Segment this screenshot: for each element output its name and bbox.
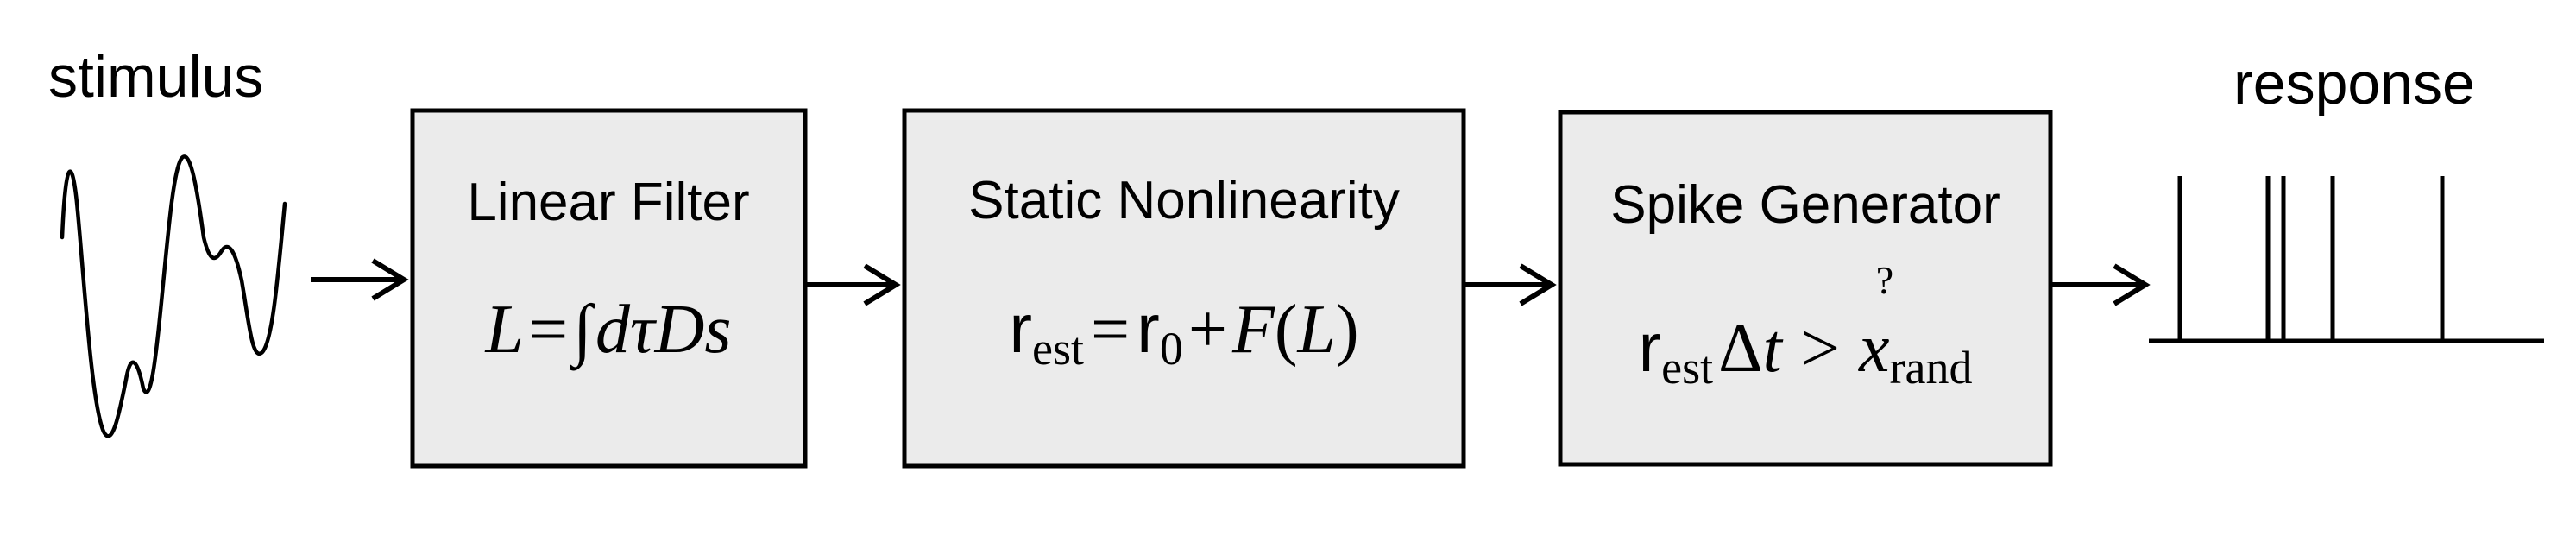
stimulus-label: stimulus	[48, 44, 263, 110]
static-nonlinearity-equation: rest=r0+F(L)	[1009, 290, 1358, 375]
arrowhead-nonlinearity-to-spike	[1519, 263, 1557, 306]
arrowhead-spike-to-response	[2113, 263, 2151, 306]
linear-filter-box	[410, 108, 808, 469]
spike-generator-box	[1558, 110, 2053, 467]
static-nonlinearity-box	[902, 108, 1466, 469]
spike-generator-title: Spike Generator	[1610, 175, 2000, 235]
static-nonlinearity-title: Static Nonlinearity	[968, 171, 1400, 230]
linear-filter-block: Linear Filter L=∫dτDs	[410, 108, 808, 469]
stimulus-waveform	[60, 154, 287, 438]
static-nonlinearity-block: Static Nonlinearity rest=r0+F(L)	[902, 108, 1466, 469]
arrowhead-stimulus-to-filter	[371, 258, 409, 301]
spike-train	[2149, 176, 2544, 343]
spike-generator-equation: restΔt>xrand	[1639, 309, 1973, 394]
arrowhead-filter-to-nonlinearity	[863, 263, 901, 306]
linear-filter-title: Linear Filter	[467, 173, 749, 232]
response-label: response	[2233, 51, 2475, 117]
spike-generator-question-mark: ?	[1876, 258, 1893, 302]
spike-generator-block: Spike Generator ? restΔt>xrand	[1558, 110, 2053, 467]
linear-filter-equation: L=∫dτDs	[484, 292, 731, 371]
